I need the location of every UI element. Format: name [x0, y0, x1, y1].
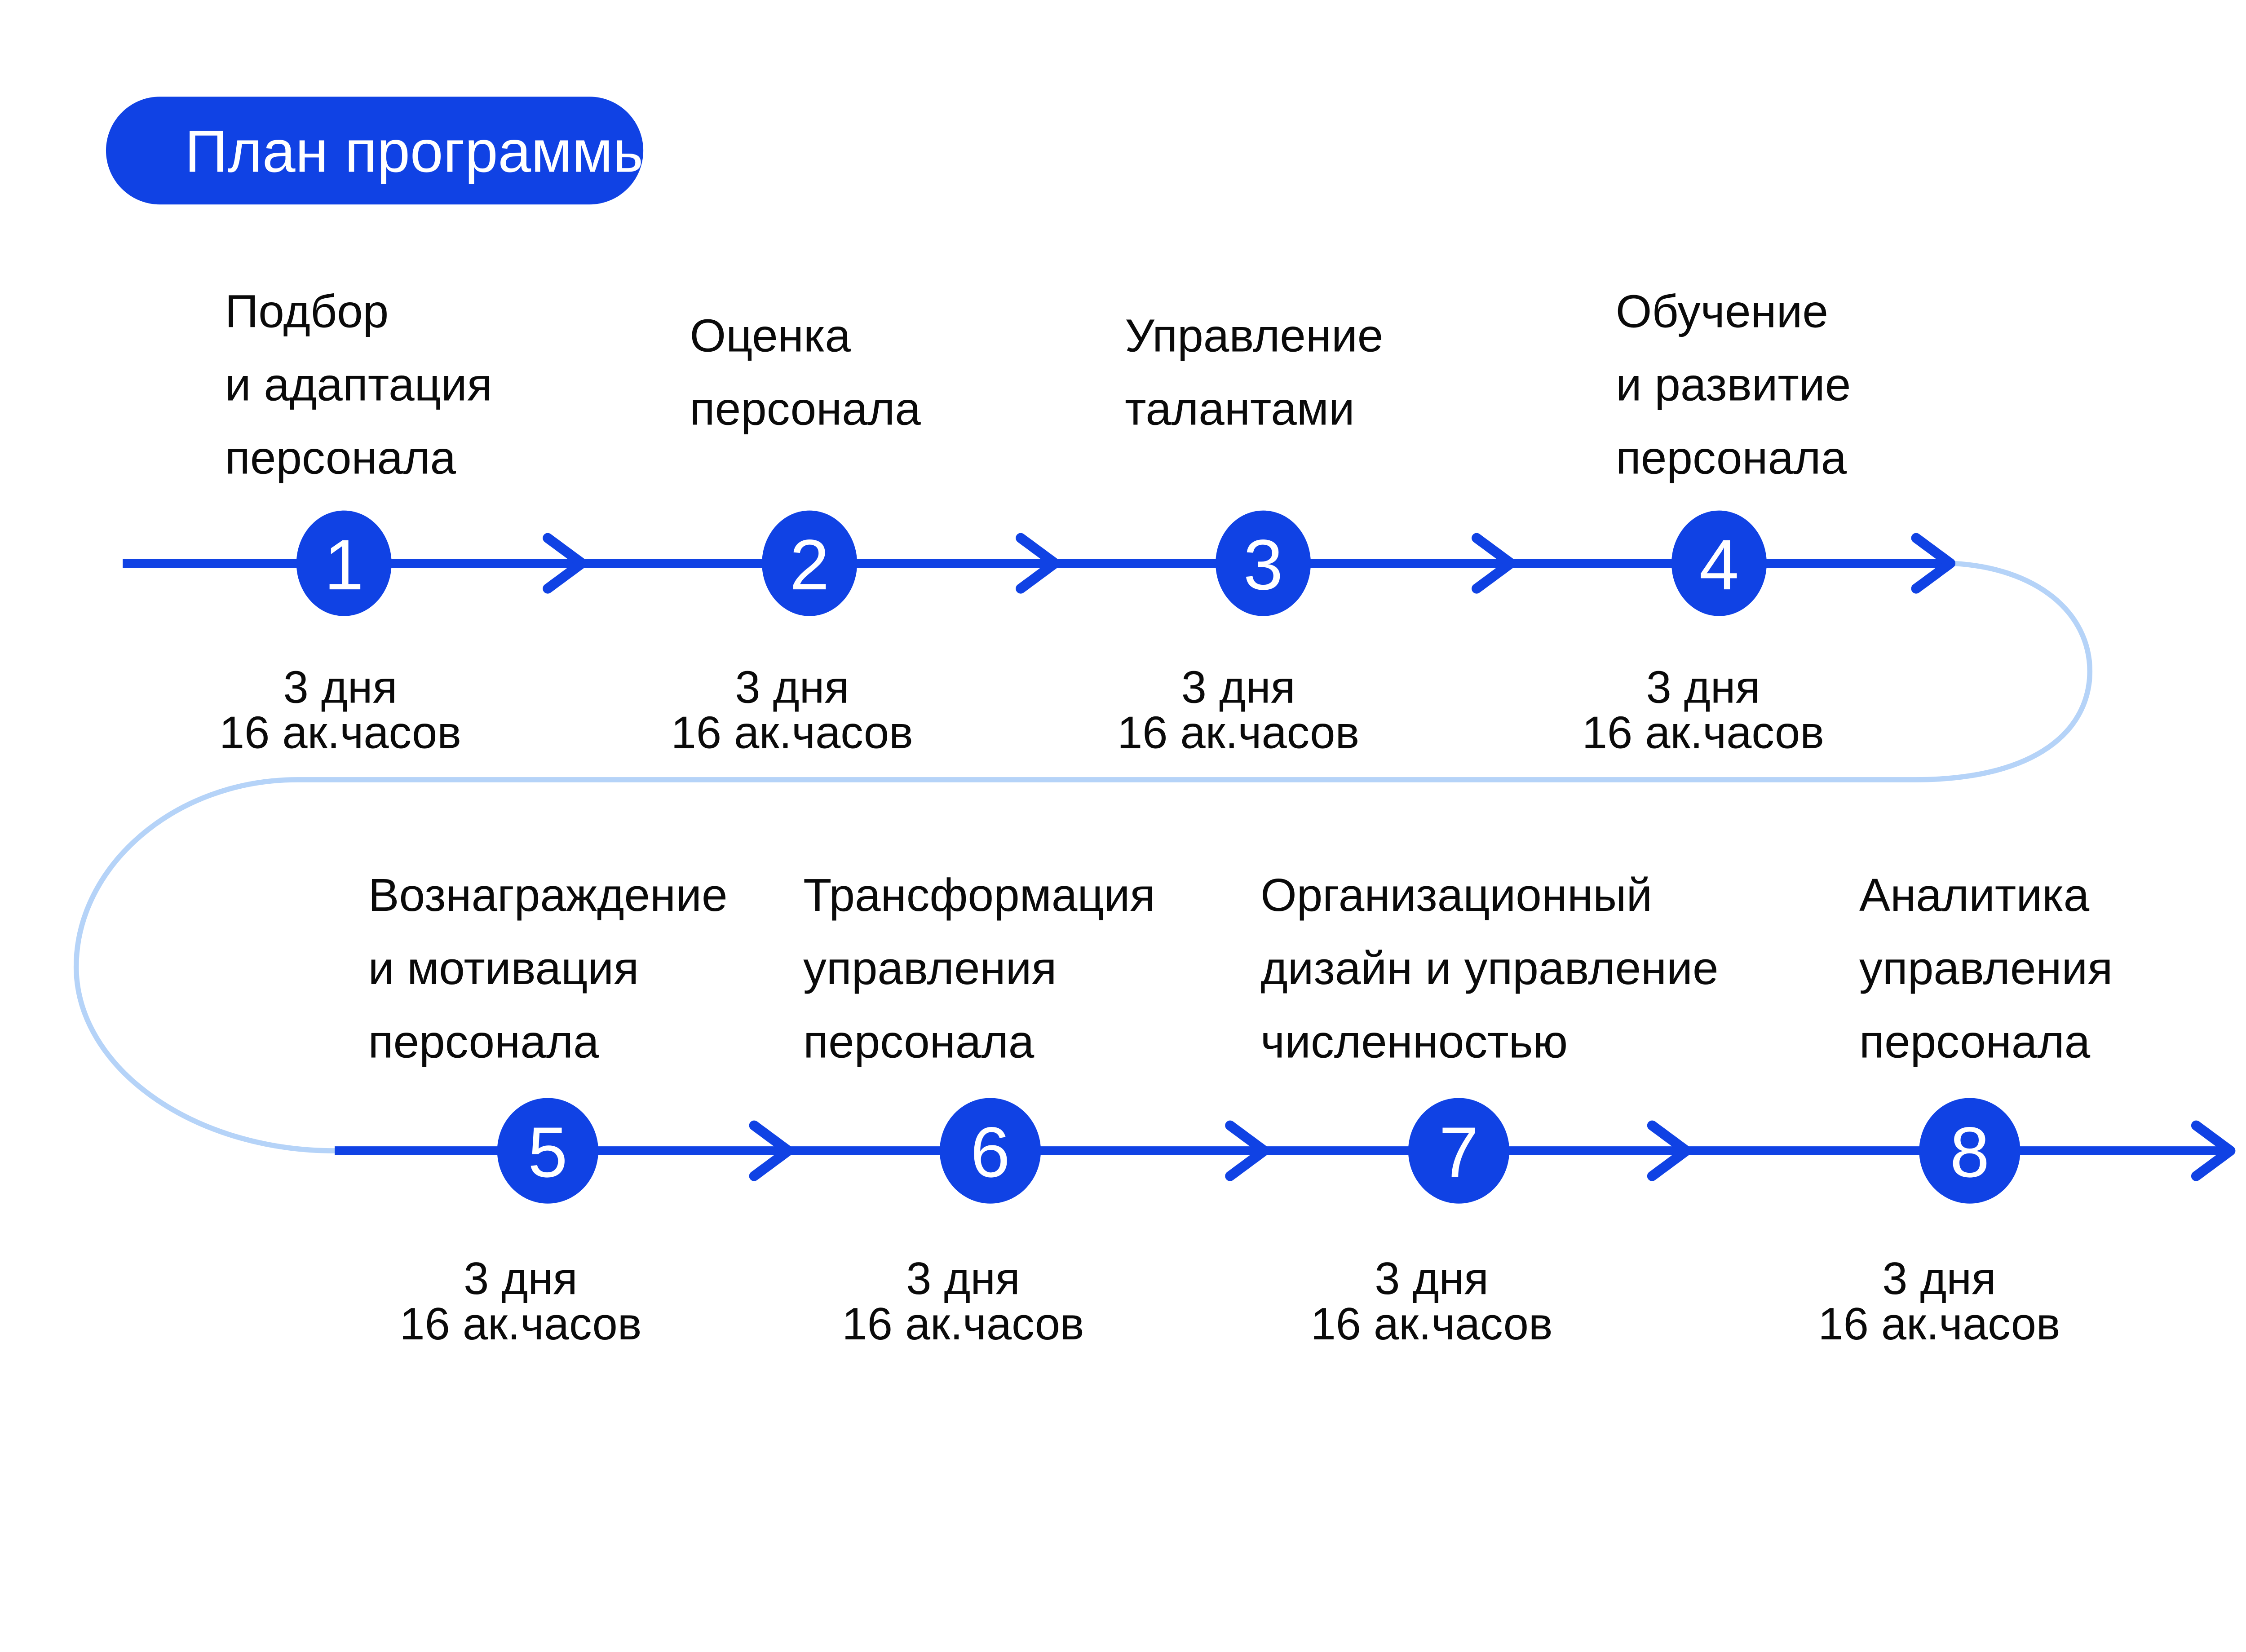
- step-3: Управление талантами 3 3 дня 16 ак.часов: [1117, 309, 1383, 758]
- step-duration-days: 3 дня: [1882, 1254, 1996, 1304]
- arrow-right-icon: [1472, 533, 1516, 594]
- step-duration-hours: 16 ак.часов: [1311, 1299, 1553, 1349]
- step-title-line: персонала: [1616, 432, 1847, 484]
- loop-connector-line: [73, 561, 2093, 1153]
- step-title-line: Подбор: [225, 285, 389, 337]
- step-title-line: персонала: [803, 1015, 1035, 1067]
- step-duration-days: 3 дня: [906, 1254, 1020, 1304]
- step-title-line: и адаптация: [225, 358, 492, 411]
- step-5: Вознаграждение и мотивация персонала 5 3…: [368, 869, 728, 1349]
- step-title-line: Аналитика: [1859, 869, 2090, 921]
- step-title-line: дизайн и управление: [1260, 942, 1718, 994]
- step-circle: [1216, 510, 1311, 616]
- step-8: Аналитика управления персонала 8 3 дня 1…: [1818, 869, 2113, 1349]
- step-title-line: Трансформация: [803, 869, 1155, 921]
- step-number: 2: [790, 525, 829, 605]
- arrow-right-icon: [1911, 533, 1956, 594]
- step-duration-days: 3 дня: [1181, 663, 1295, 713]
- step-number: 5: [528, 1112, 567, 1192]
- step-duration-hours: 16 ак.часов: [1582, 708, 1824, 758]
- step-circle: [497, 1098, 598, 1204]
- step-circle: [1408, 1098, 1510, 1204]
- step-number: 1: [324, 525, 364, 605]
- program-plan-diagram: План программы Подбор и адаптация персон…: [73, 97, 2236, 1349]
- step-title-line: и мотивация: [368, 942, 639, 994]
- step-number: 7: [1439, 1112, 1478, 1192]
- step-duration-hours: 16 ак.часов: [219, 708, 461, 758]
- step-title-line: Вознаграждение: [368, 869, 728, 921]
- title-badge-background: [106, 97, 644, 205]
- arrow-right-icon: [1647, 1120, 1692, 1181]
- step-circle: [1671, 510, 1767, 616]
- step-title-line: Оценка: [690, 309, 851, 361]
- step-duration-days: 3 дня: [735, 663, 849, 713]
- step-title-line: численностью: [1260, 1015, 1568, 1067]
- step-duration-days: 3 дня: [1375, 1254, 1489, 1304]
- step-title-line: талантами: [1125, 382, 1355, 434]
- step-duration-days: 3 дня: [464, 1254, 578, 1304]
- step-title-line: управления: [803, 942, 1057, 994]
- step-title-line: персонала: [690, 382, 921, 434]
- step-6: Трансформация управления персонала 6 3 д…: [803, 869, 1155, 1349]
- step-title-line: персонала: [1859, 1015, 2091, 1067]
- step-1: Подбор и адаптация персонала 1 3 дня 16 …: [219, 285, 492, 758]
- step-circle: [762, 510, 858, 616]
- page-title: План программы: [185, 118, 655, 185]
- step-number: 6: [970, 1112, 1010, 1192]
- step-number: 4: [1699, 525, 1739, 605]
- step-duration-hours: 16 ак.часов: [671, 708, 913, 758]
- step-title-line: управления: [1859, 942, 2113, 994]
- step-duration-hours: 16 ак.часов: [1117, 708, 1359, 758]
- title-badge: План программы: [106, 97, 655, 205]
- step-duration-hours: 16 ак.часов: [842, 1299, 1084, 1349]
- arrow-right-icon: [543, 533, 587, 594]
- arrow-right-icon: [749, 1120, 794, 1181]
- step-number: 3: [1243, 525, 1283, 605]
- step-duration-hours: 16 ак.часов: [1818, 1299, 2060, 1349]
- step-title-line: и развитие: [1616, 358, 1851, 411]
- step-circle: [1919, 1098, 2021, 1204]
- step-circle: [296, 510, 392, 616]
- step-2: Оценка персонала 2 3 дня 16 ак.часов: [671, 309, 921, 758]
- step-duration-hours: 16 ак.часов: [399, 1299, 641, 1349]
- step-circle: [939, 1098, 1041, 1204]
- arrow-right-icon: [2191, 1120, 2236, 1181]
- step-title-line: Организационный: [1260, 869, 1652, 921]
- step-number: 8: [1950, 1112, 1990, 1192]
- step-title-line: персонала: [368, 1015, 600, 1067]
- step-title-line: персонала: [225, 432, 456, 484]
- arrow-right-icon: [1016, 533, 1060, 594]
- step-7: Организационный дизайн и управление числ…: [1260, 869, 1718, 1349]
- step-title-line: Обучение: [1616, 285, 1828, 337]
- arrow-right-icon: [1225, 1120, 1269, 1181]
- step-duration-days: 3 дня: [283, 663, 398, 713]
- step-duration-days: 3 дня: [1646, 663, 1760, 713]
- timeline-canvas: План программы Подбор и адаптация персон…: [73, 97, 2236, 1349]
- step-4: Обучение и развитие персонала 4 3 дня 16…: [1582, 285, 1851, 758]
- step-title-line: Управление: [1125, 309, 1383, 361]
